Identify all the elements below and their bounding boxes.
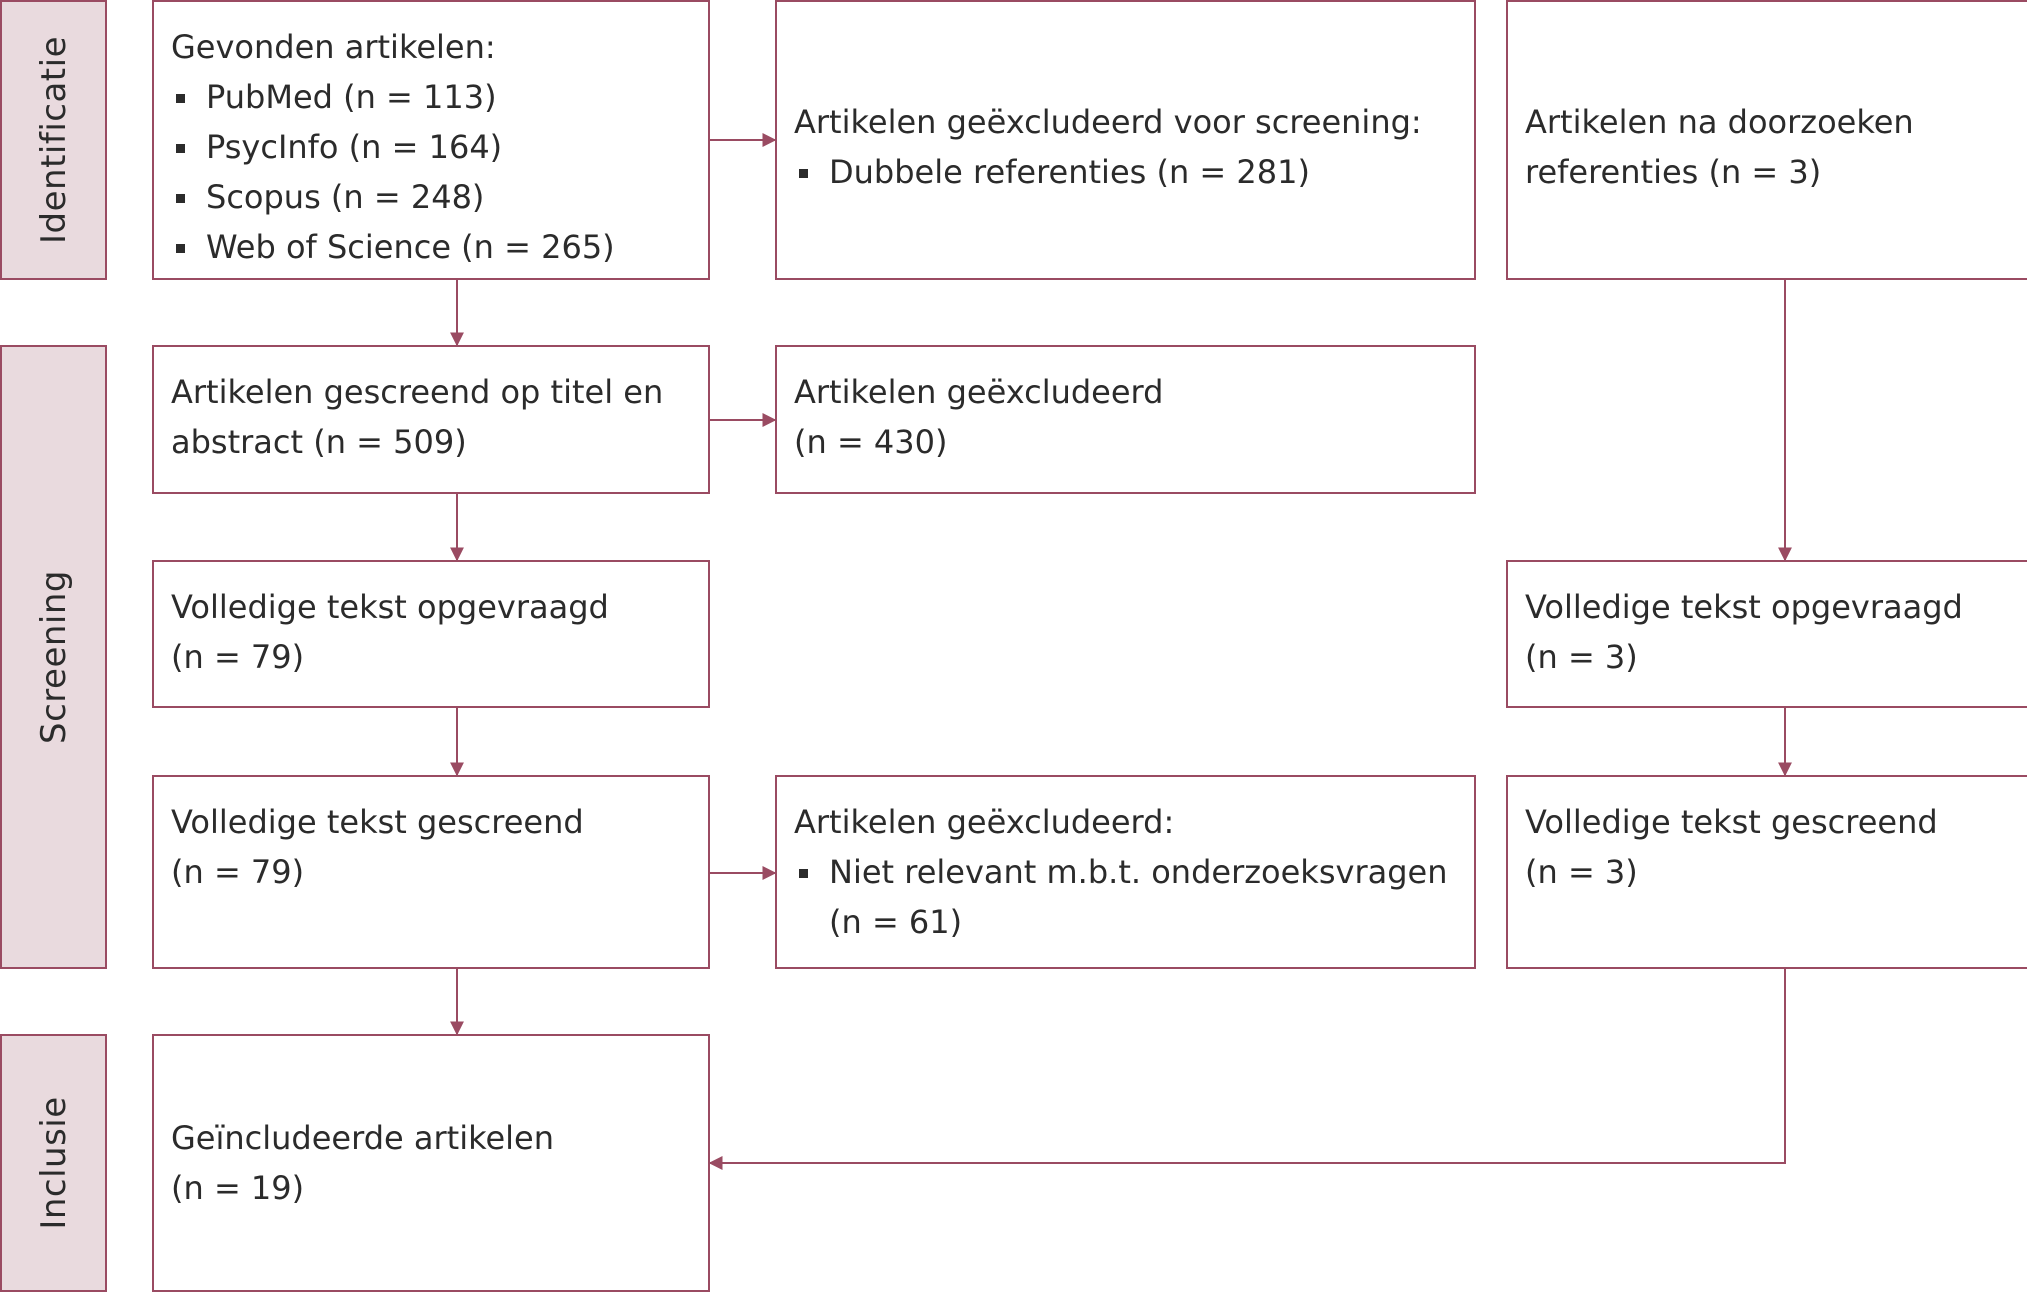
found-item-pubmed: PubMed (n = 113) [171, 72, 692, 122]
refs-search-line2: referenties (n = 3) [1525, 153, 1822, 191]
box-excluded-fulltext: Artikelen geëxcludeerd: Niet relevant m.… [775, 775, 1476, 969]
phase-inclusie: Inclusie [0, 1034, 107, 1292]
box-fulltext-requested: Volledige tekst opgevraagd (n = 79) [152, 560, 710, 708]
refs-screened-line1: Volledige tekst gescreend [1525, 803, 1938, 841]
box-excluded-title-abstract: Artikelen geëxcludeerd (n = 430) [775, 345, 1476, 494]
phase-identificatie: Identificatie [0, 0, 107, 280]
fulltext-screened-line2: (n = 79) [171, 853, 305, 891]
box-found-articles: Gevonden artikelen: PubMed (n = 113) Psy… [152, 0, 710, 280]
fulltext-requested-line2: (n = 79) [171, 638, 305, 676]
excluded-ft-title: Artikelen geëxcludeerd: [794, 803, 1175, 841]
box-excluded-pre-screening: Artikelen geëxcludeerd voor screening: D… [775, 0, 1476, 280]
found-item-scopus: Scopus (n = 248) [171, 172, 692, 222]
box-screened-title-abstract: Artikelen gescreend op titel en abstract… [152, 345, 710, 494]
refs-screened-line2: (n = 3) [1525, 853, 1638, 891]
screened-line1: Artikelen gescreend op titel en [171, 373, 664, 411]
found-title: Gevonden artikelen: [171, 28, 496, 66]
box-references-search: Artikelen na doorzoeken referenties (n =… [1506, 0, 2027, 280]
fulltext-requested-line1: Volledige tekst opgevraagd [171, 588, 609, 626]
excluded-ft-list: Niet relevant m.b.t. onderzoeksvragen (n… [794, 847, 1458, 947]
included-line2: (n = 19) [171, 1169, 305, 1207]
excluded-ta-line1: Artikelen geëxcludeerd [794, 373, 1164, 411]
found-item-psycinfo: PsycInfo (n = 164) [171, 122, 692, 172]
box-fulltext-screened-refs: Volledige tekst gescreend (n = 3) [1506, 775, 2027, 969]
excluded-ft-item: Niet relevant m.b.t. onderzoeksvragen (n… [794, 847, 1458, 947]
found-item-web-of-science: Web of Science (n = 265) [171, 222, 692, 272]
excluded-pre-title: Artikelen geëxcludeerd voor screening: [794, 103, 1422, 141]
arrow-refs-screened-to-included [708, 969, 1786, 1170]
found-list: PubMed (n = 113) PsycInfo (n = 164) Scop… [171, 72, 692, 272]
box-included-articles: Geïncludeerde artikelen (n = 19) [152, 1034, 710, 1292]
excluded-pre-item-duplicates: Dubbele referenties (n = 281) [794, 147, 1458, 197]
refs-search-line1: Artikelen na doorzoeken [1525, 103, 1914, 141]
screened-line2: abstract (n = 509) [171, 423, 467, 461]
included-line1: Geïncludeerde artikelen [171, 1119, 555, 1157]
excluded-ft-item-line1: Niet relevant m.b.t. onderzoeksvragen [829, 853, 1448, 891]
fulltext-screened-line1: Volledige tekst gescreend [171, 803, 584, 841]
excluded-ta-line2: (n = 430) [794, 423, 948, 461]
excluded-pre-list: Dubbele referenties (n = 281) [794, 147, 1458, 197]
phase-screening: Screening [0, 345, 107, 969]
refs-requested-line2: (n = 3) [1525, 638, 1638, 676]
refs-requested-line1: Volledige tekst opgevraagd [1525, 588, 1963, 626]
box-fulltext-screened: Volledige tekst gescreend (n = 79) [152, 775, 710, 969]
excluded-ft-item-line2: (n = 61) [829, 903, 963, 941]
box-fulltext-requested-refs: Volledige tekst opgevraagd (n = 3) [1506, 560, 2027, 708]
